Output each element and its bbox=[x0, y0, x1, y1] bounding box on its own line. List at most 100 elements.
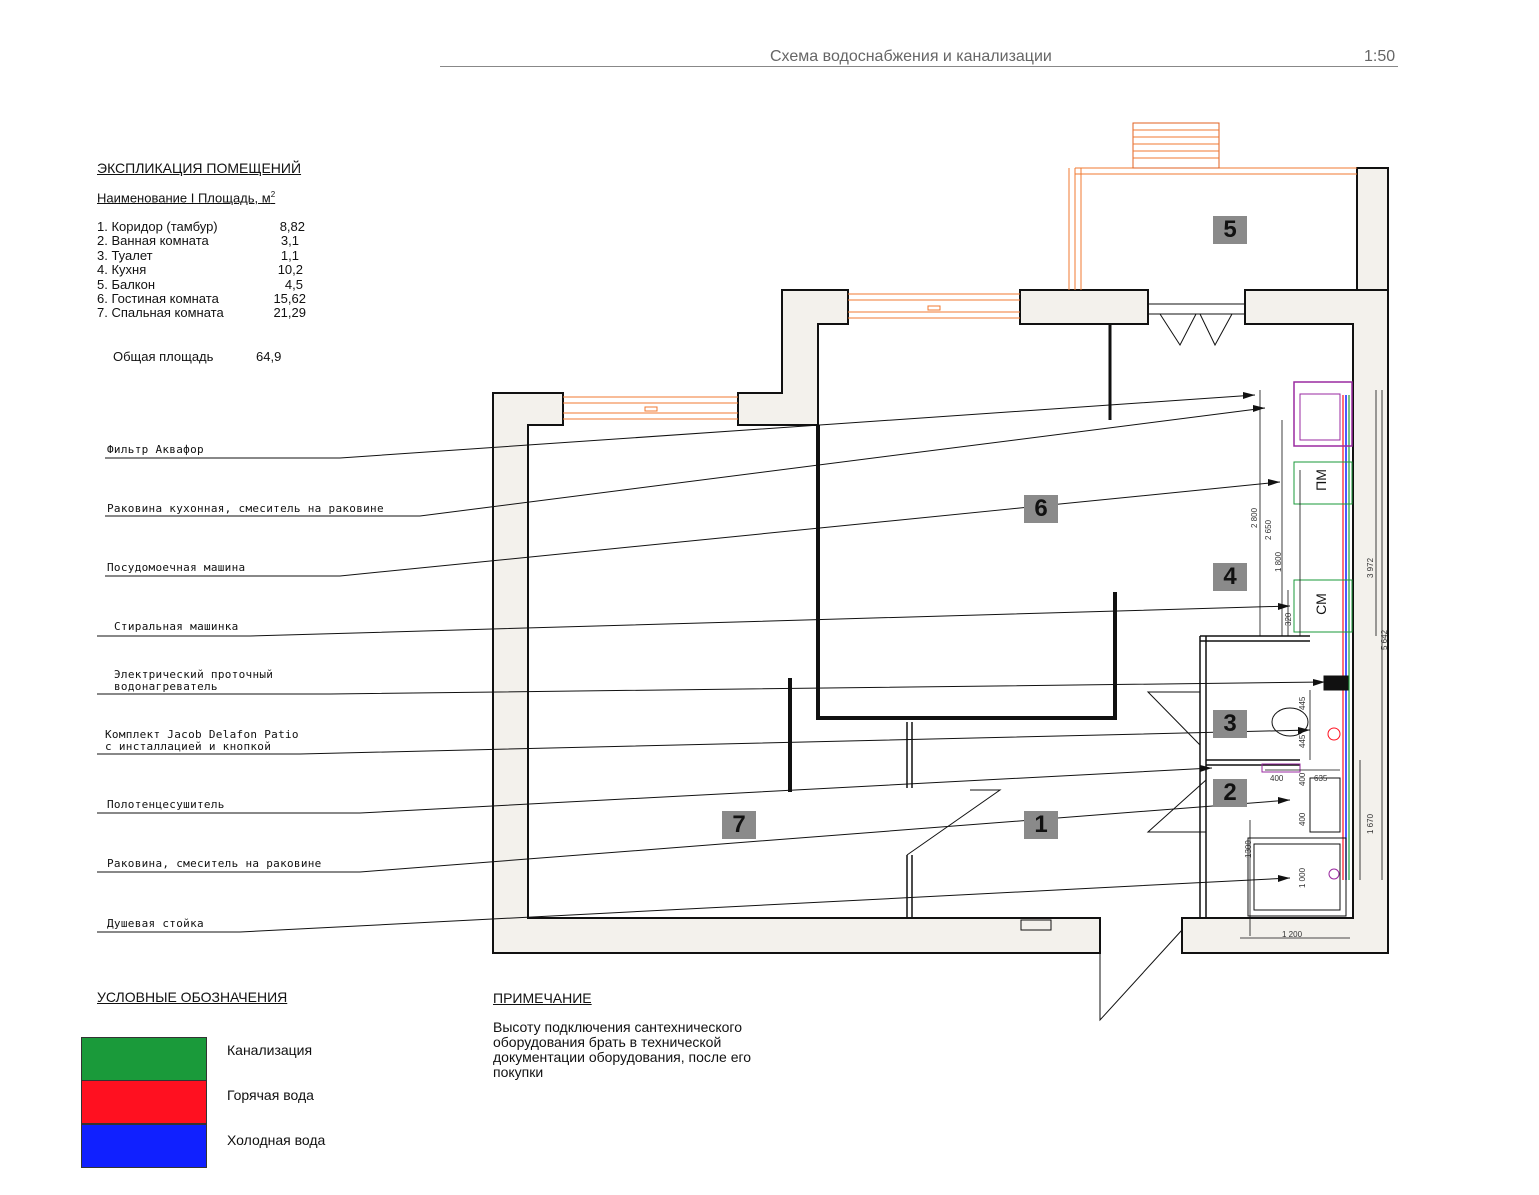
explication-columns: Наименование I Площадь, м2 bbox=[97, 190, 275, 205]
door-bath-swing bbox=[1146, 779, 1207, 833]
callout-text: Душевая стойка bbox=[107, 917, 204, 930]
door-toilet-swing bbox=[1146, 691, 1201, 746]
room-area: 10,2 bbox=[277, 262, 303, 278]
callout-text: Стиральная машинка bbox=[114, 620, 239, 633]
room-name: 6. Гостиная комната bbox=[97, 290, 219, 306]
window-living bbox=[848, 293, 1020, 319]
leader-arrows bbox=[1200, 392, 1325, 882]
room-row: 3. Туалет 1,1 bbox=[97, 247, 317, 263]
callout-text: Посудомоечная машина bbox=[107, 561, 246, 574]
callout-washer: Стиральная машинка bbox=[114, 621, 239, 633]
wall-left bbox=[492, 392, 1101, 954]
window-living-handle bbox=[927, 305, 941, 311]
dim-3972: 3 972 bbox=[1366, 557, 1375, 578]
room-tag-6: 6 bbox=[1024, 495, 1058, 523]
dim-445-a: 445 bbox=[1298, 696, 1307, 710]
dim-400-a: 400 bbox=[1270, 774, 1284, 783]
room-name: 7. Спальная комната bbox=[97, 305, 224, 321]
toilet bbox=[1271, 707, 1309, 737]
explication-columns-text: Наименование I Площадь, м bbox=[97, 190, 271, 206]
callout-text: Фильтр Аквафор bbox=[107, 443, 204, 456]
kitchen-sink bbox=[1293, 381, 1353, 447]
room-list: 1. Коридор (тамбур) 8,82 2. Ванная комнат… bbox=[97, 219, 317, 321]
shower-tray-inner bbox=[1253, 843, 1341, 911]
dishwasher-label: ПМ bbox=[1312, 469, 1329, 491]
leader-heater bbox=[97, 681, 1326, 695]
total-area-value: 64,9 bbox=[256, 349, 282, 364]
window-bedroom-handle bbox=[644, 406, 658, 412]
room-area: 21,29 bbox=[273, 305, 306, 321]
room-tag-3: 3 bbox=[1213, 710, 1247, 738]
leader-toilet-kit bbox=[97, 729, 1311, 755]
callout-text: Комплект Jacob Delafon Patio bbox=[105, 728, 299, 741]
dishwasher bbox=[1293, 461, 1353, 505]
legend-title: УСЛОВНЫЕ ОБОЗНАЧЕНИЯ bbox=[97, 989, 288, 1005]
room-area: 8,82 bbox=[279, 219, 305, 234]
bath-sink bbox=[1309, 777, 1341, 833]
legend-label-cold: Холодная вода bbox=[227, 1132, 326, 1148]
room-tag-2: 2 bbox=[1213, 779, 1247, 807]
dim-635: 635 bbox=[1314, 774, 1328, 783]
callout-text-2: водонагреватель bbox=[114, 680, 218, 693]
callout-text: Раковина, смеситель на раковине bbox=[107, 857, 322, 870]
radiator bbox=[1020, 919, 1052, 931]
kitchen-sink-bowl bbox=[1299, 393, 1341, 441]
partition-bedroom bbox=[816, 425, 1117, 720]
dim-2650: 2 650 bbox=[1264, 519, 1273, 540]
partition-wet-top bbox=[1200, 635, 1310, 642]
dim-2800: 2 800 bbox=[1250, 507, 1259, 528]
dim-1300: 1300 bbox=[1244, 840, 1253, 858]
header-rule bbox=[440, 66, 1398, 67]
leader-kitchen-sink bbox=[105, 407, 1266, 517]
legend-label-hot: Горячая вода bbox=[227, 1087, 314, 1103]
legend-swatch-cold bbox=[81, 1124, 207, 1168]
total-area-label: Общая площадь bbox=[113, 349, 214, 364]
room-row: 1. Коридор (тамбур) 8,82 bbox=[97, 219, 317, 234]
walls bbox=[492, 167, 1389, 954]
partition-wet-left bbox=[1199, 636, 1207, 918]
leader-shower bbox=[97, 877, 1291, 933]
washer-label: СМ bbox=[1312, 593, 1329, 615]
callout-kitchen-sink: Раковина кухонная, смеситель на раковине bbox=[107, 503, 384, 515]
toilet-flush bbox=[1327, 727, 1341, 741]
door-bedroom-swing bbox=[906, 789, 1002, 856]
sheet-scale: 1:50 bbox=[1364, 48, 1396, 65]
leader-washer bbox=[97, 605, 1291, 637]
dim-445-b: 445 bbox=[1298, 734, 1307, 748]
wall-top-mid bbox=[1019, 289, 1149, 325]
balcony-step-lines bbox=[1133, 129, 1219, 159]
room-tag-5: 5 bbox=[1213, 216, 1247, 244]
room-tag-4: 4 bbox=[1213, 563, 1247, 591]
dim-1200: 1 200 bbox=[1282, 930, 1303, 939]
legend-swatch-sewer bbox=[81, 1037, 207, 1081]
dim-5642: 5 642 bbox=[1380, 629, 1389, 650]
dim-400-c: 400 bbox=[1298, 812, 1307, 826]
legend-swatch-hot bbox=[81, 1080, 207, 1124]
explication-columns-sup: 2 bbox=[270, 190, 276, 199]
callout-shower: Душевая стойка bbox=[107, 918, 204, 930]
wall-top-right bbox=[1181, 289, 1389, 954]
leader-filter bbox=[105, 394, 1256, 459]
room-row: 7. Спальная комната 21,29 bbox=[97, 305, 317, 321]
partition-bedroom-bottom bbox=[906, 722, 913, 788]
dimension-lines bbox=[1240, 390, 1383, 939]
door-entrance-swing bbox=[1099, 929, 1183, 1022]
room-area: 1,1 bbox=[280, 247, 299, 263]
leader-bath-sink bbox=[97, 799, 1291, 873]
dim-320: 320 bbox=[1284, 612, 1293, 626]
note-text: Высоту подключения сантехнического обору… bbox=[493, 1019, 752, 1080]
room-name: 3. Туалет bbox=[97, 247, 153, 263]
water-heater bbox=[1323, 675, 1349, 691]
dim-1800: 1 800 bbox=[1274, 551, 1283, 572]
room-name: 1. Коридор (тамбур) bbox=[97, 219, 218, 234]
partition-wc-bath bbox=[1206, 759, 1300, 766]
wall-upper-left bbox=[737, 289, 849, 426]
plumbing bbox=[1247, 381, 1353, 917]
room-name: 2. Ванная комната bbox=[97, 233, 209, 249]
